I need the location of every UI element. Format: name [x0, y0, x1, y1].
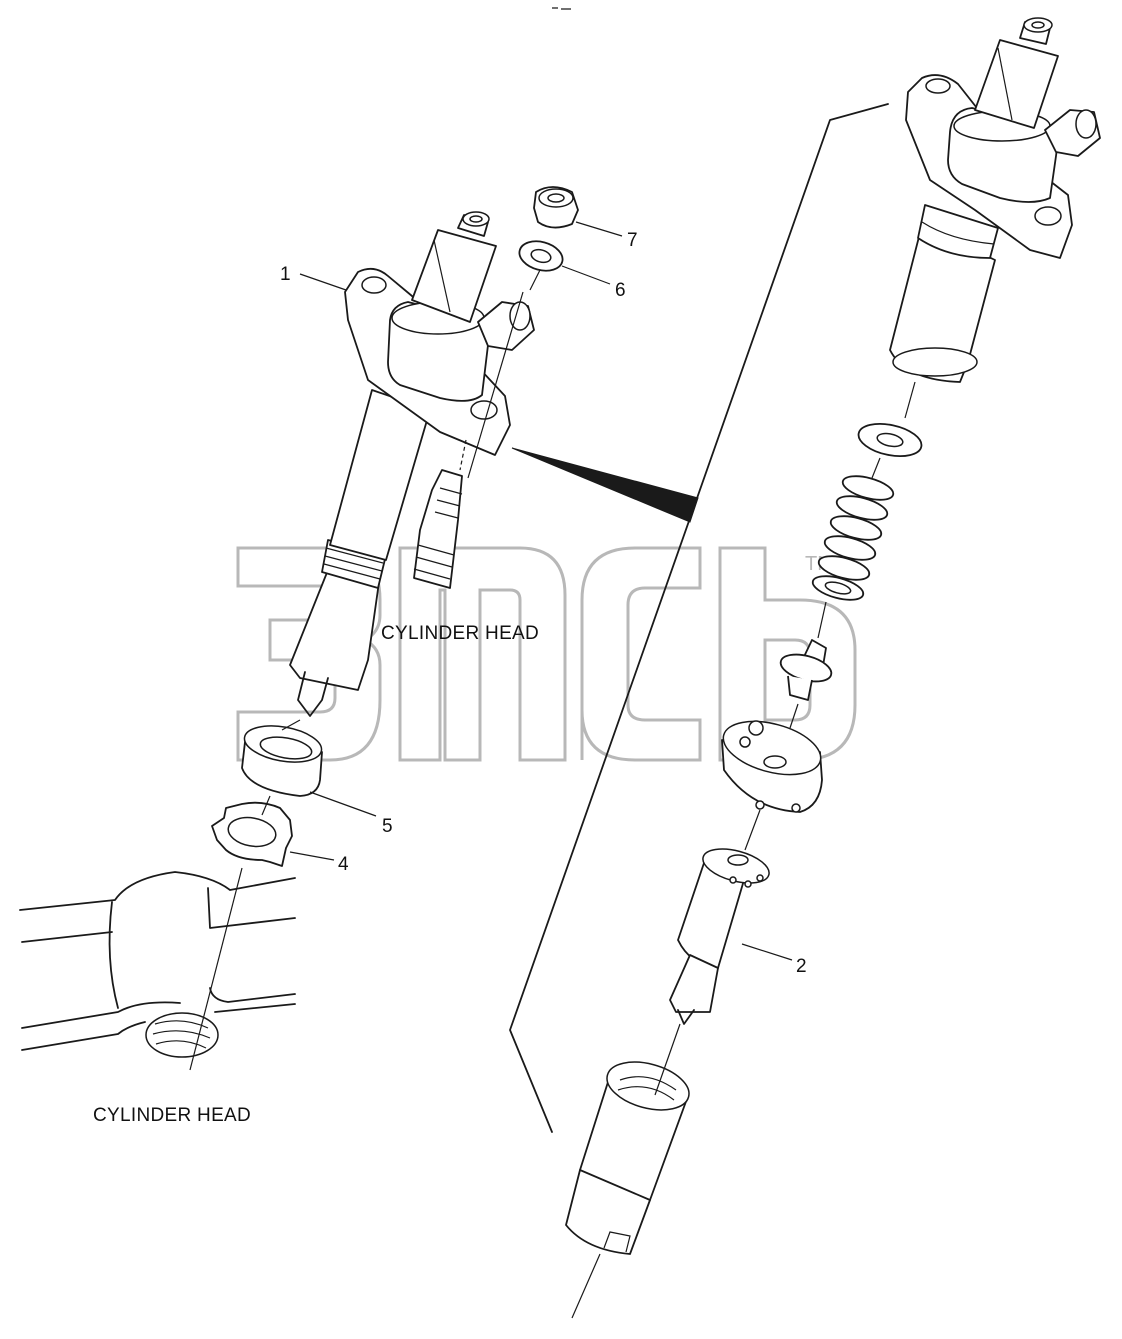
leader-lines [289, 221, 793, 961]
injector-assembly-part-1 [289, 211, 535, 717]
detail-pointer [509, 103, 889, 1133]
top-edge-mark [552, 7, 571, 10]
callout-2: 2 [796, 956, 807, 977]
callout-1: 1 [280, 264, 291, 285]
callout-5: 5 [382, 816, 393, 837]
exploded-injector-detail [565, 17, 1101, 1319]
washer-part-6 [518, 240, 564, 272]
cylinder-head-label-center: CYLINDER HEAD [381, 623, 539, 644]
cylinder-head-label-bottom: CYLINDER HEAD [93, 1105, 251, 1126]
callout-4: 4 [338, 854, 349, 875]
cylinder-head-section [19, 871, 296, 1058]
spring [811, 475, 895, 601]
seat-ring-part-5 [241, 725, 323, 797]
callout-6: 6 [615, 280, 626, 301]
nut-part-7 [533, 186, 579, 229]
nozzle-part-2 [669, 848, 770, 1025]
center-lines-left [189, 269, 541, 1071]
nozzle-nut [565, 1061, 690, 1255]
callout-7: 7 [627, 230, 638, 251]
gasket-part-4 [211, 801, 293, 867]
callout-numbers: 1 2 4 5 6 7 [280, 230, 807, 977]
